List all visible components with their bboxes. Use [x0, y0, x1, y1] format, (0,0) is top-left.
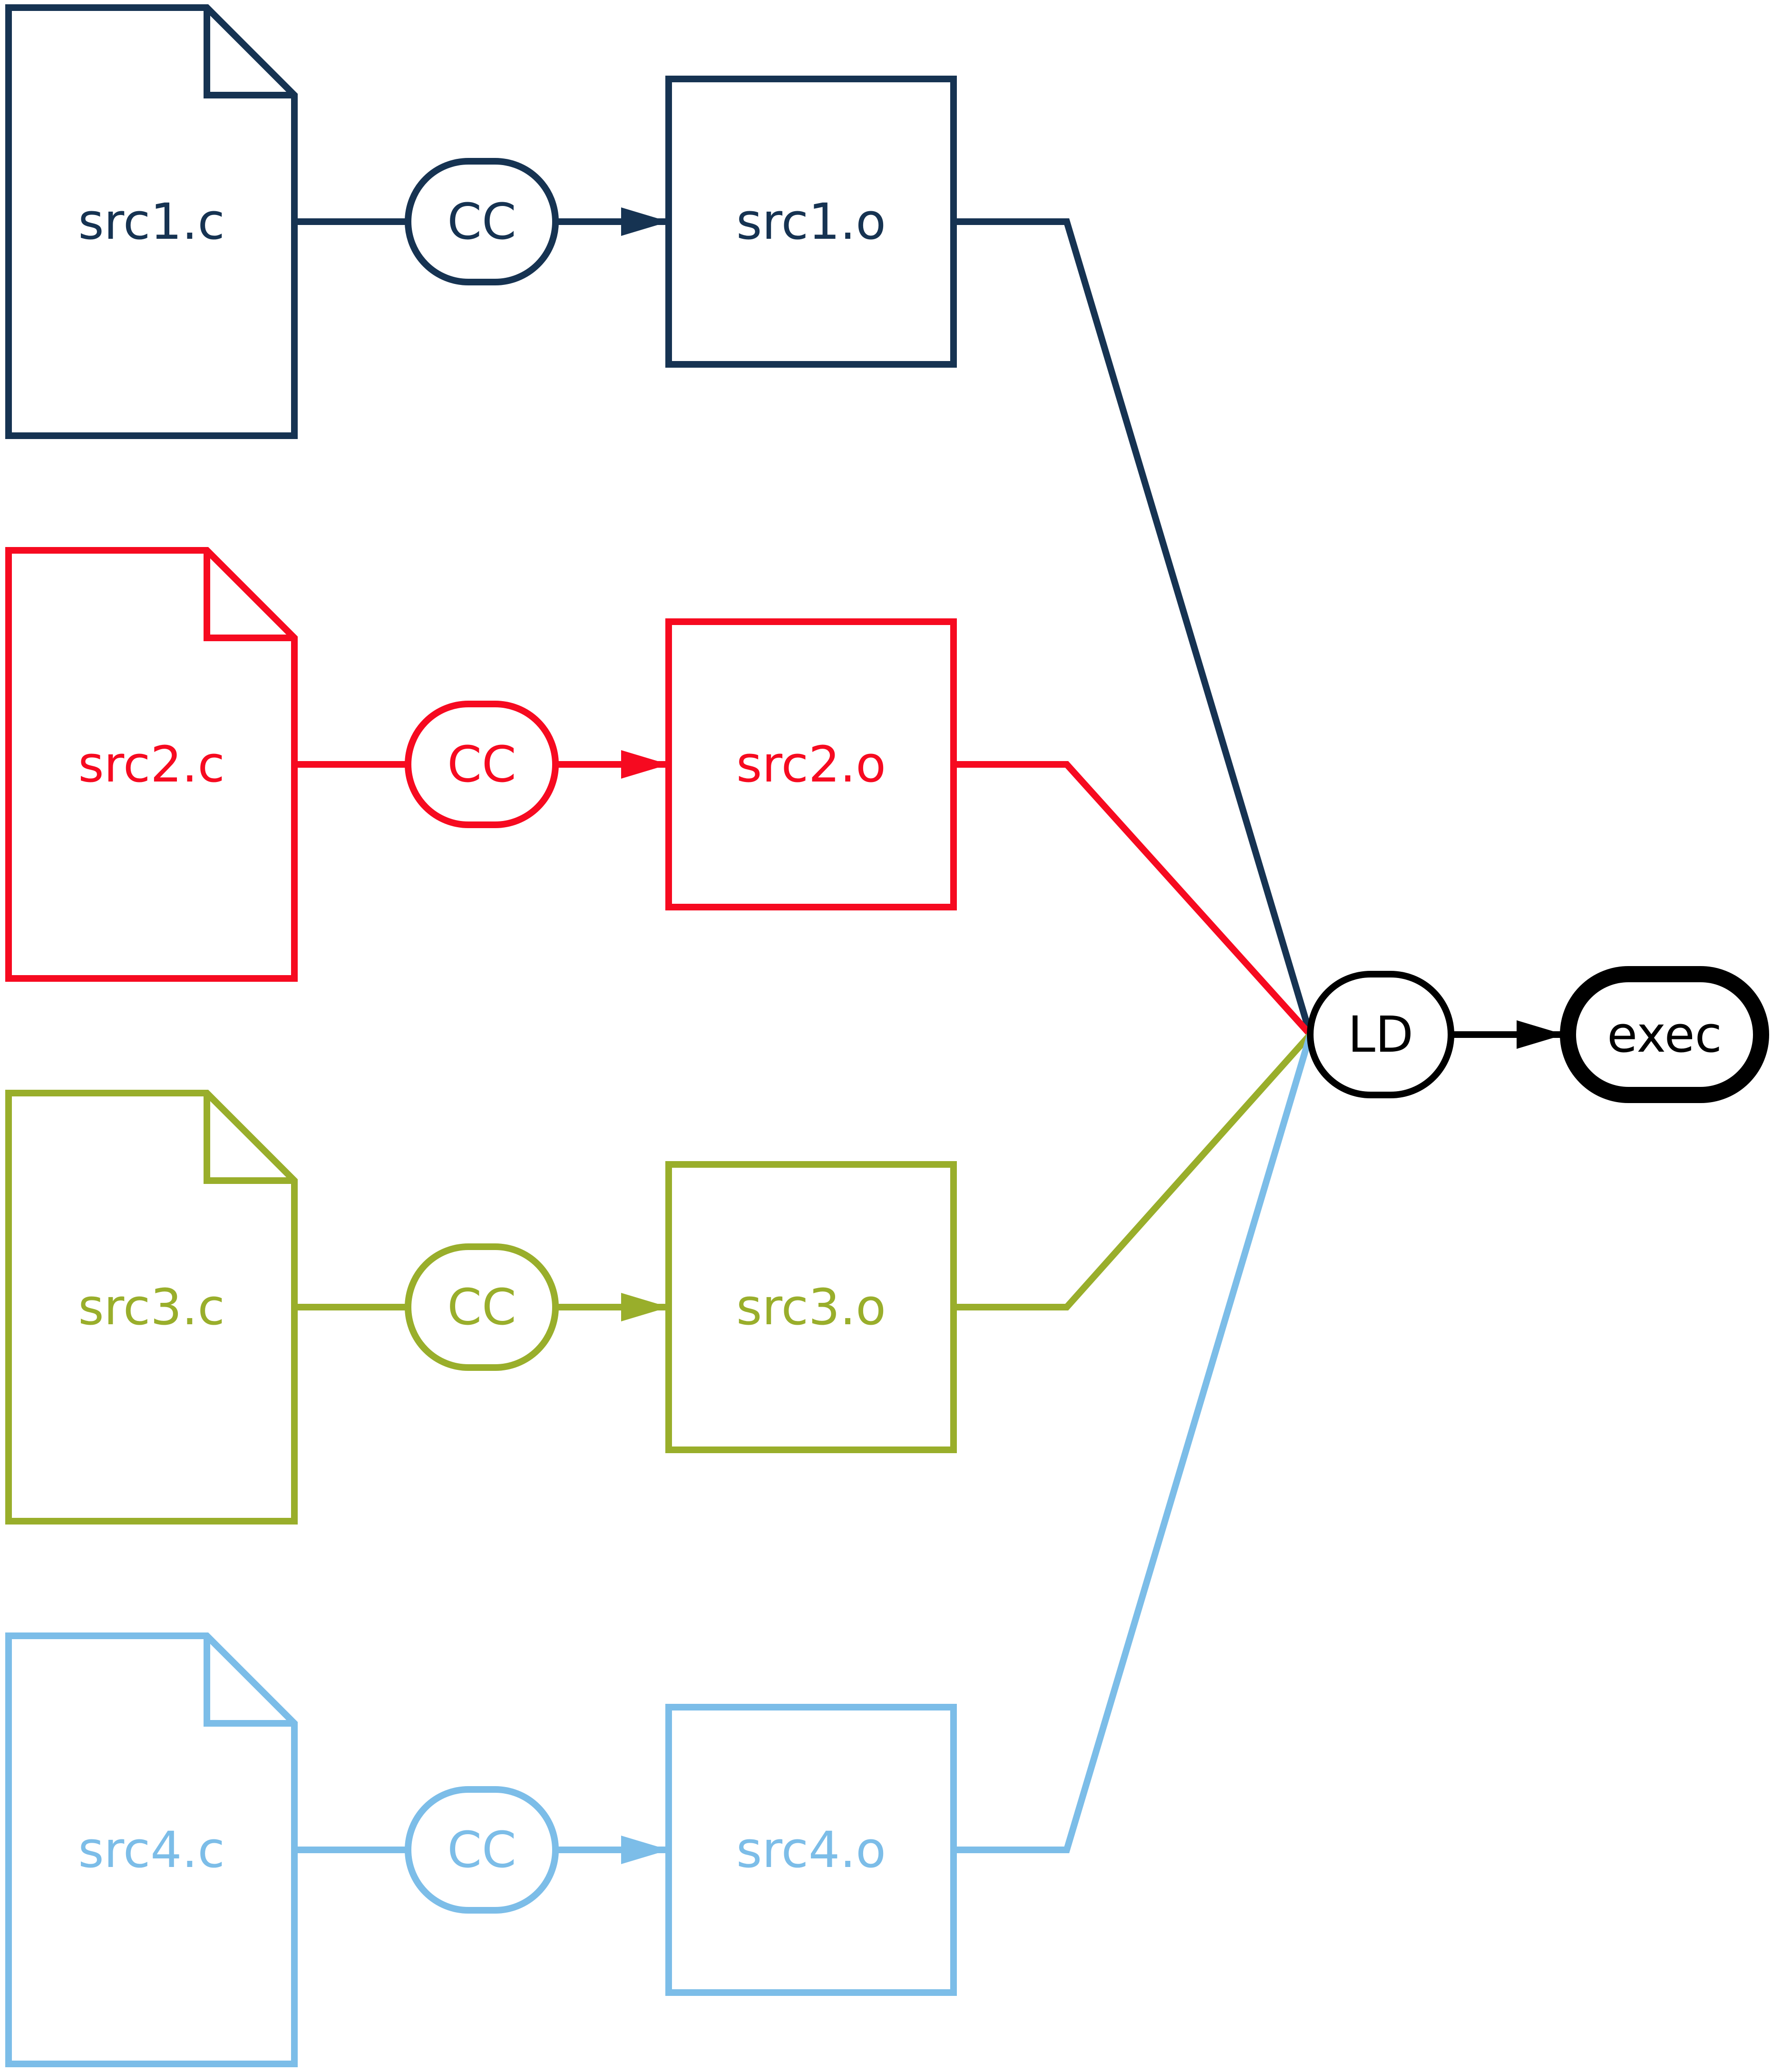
object-file-label: src4.o	[736, 1821, 886, 1879]
linker-node	[1307, 971, 1454, 1098]
pipeline-3: src3.c CC src3.o	[5, 1090, 957, 1525]
edges-layer	[294, 207, 1564, 1864]
object-file-label: src1.o	[736, 193, 886, 251]
compiler-label: CC	[447, 735, 516, 793]
edge-object-to-linker	[954, 1033, 1314, 1853]
compiler-node	[405, 1243, 559, 1371]
source-file-label: src3.c	[78, 1278, 224, 1336]
compiler-node	[405, 158, 559, 285]
object-file-node	[665, 1704, 957, 1996]
edge-object-to-linker	[954, 1032, 1313, 1310]
compiler-node	[405, 1786, 559, 1914]
output: exec	[1560, 966, 1769, 1103]
linker-label: LD	[1348, 1006, 1413, 1064]
document-fold	[204, 550, 294, 641]
linker: LD	[1307, 971, 1454, 1098]
executable-label: exec	[1607, 1006, 1722, 1064]
edge-object-to-linker	[954, 218, 1314, 1036]
compiler-label: CC	[447, 193, 516, 251]
object-file-label: src3.o	[736, 1278, 886, 1336]
source-file-label: src2.c	[78, 735, 224, 793]
document-fold	[204, 1636, 294, 1727]
object-file-label: src2.o	[736, 735, 886, 793]
source-file-label: src1.c	[78, 193, 224, 251]
document-fold	[204, 1093, 294, 1184]
pipeline-2: src2.c CC src2.o	[5, 547, 957, 982]
object-file-node	[665, 618, 957, 910]
document-icon	[5, 1632, 298, 2067]
compiler-label: CC	[447, 1821, 516, 1879]
document-icon	[5, 4, 298, 439]
object-file-node	[665, 1161, 957, 1453]
document-icon	[5, 547, 298, 982]
edge-object-to-linker	[954, 761, 1313, 1037]
compiler-node	[405, 701, 559, 828]
object-file-node	[665, 76, 957, 368]
pipeline-4: src4.c CC src4.o	[5, 1632, 957, 2067]
document-fold	[204, 8, 294, 98]
compiler-label: CC	[447, 1278, 516, 1336]
executable-node	[1560, 966, 1769, 1103]
pipeline-1: src1.c CC src1.o	[5, 4, 957, 439]
source-file-label: src4.c	[78, 1821, 224, 1879]
document-icon	[5, 1090, 298, 1525]
